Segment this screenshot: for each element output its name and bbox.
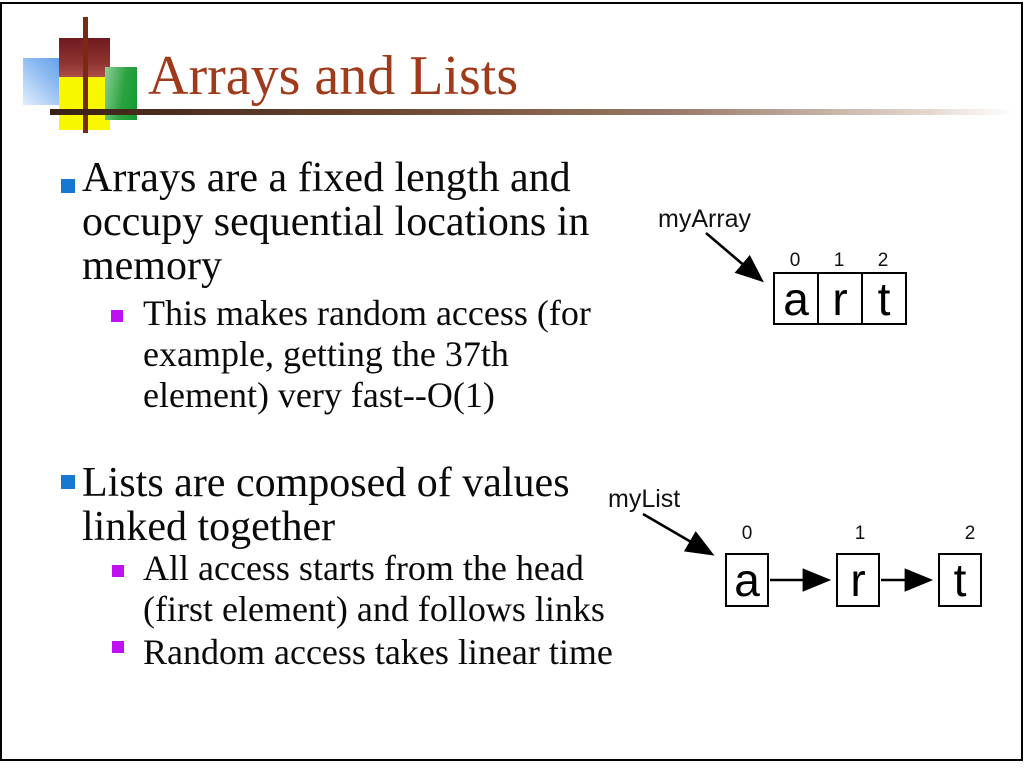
list-node-0: a	[725, 553, 769, 607]
subbullet-text-head-access: All access starts from the head (first e…	[143, 548, 605, 629]
array-index-1: 1	[833, 250, 845, 271]
list-index-0: 0	[741, 523, 753, 544]
array-diagram-label: myArray	[658, 205, 752, 233]
bullet-square-level1	[61, 179, 75, 193]
subbullet-text-linear-time: Random access takes linear time	[143, 632, 613, 672]
array-cell-0: a	[773, 272, 819, 325]
mylist-pointer-arrow	[642, 512, 715, 556]
list-diagram-label: myList	[608, 485, 681, 513]
array-cell-2: t	[861, 272, 907, 325]
subbullet-text-random-access-fast: This makes random access (for example, g…	[143, 293, 591, 415]
list-index-2: 2	[964, 523, 976, 544]
bullet-square-level2	[112, 565, 124, 577]
bullet-text-arrays: Arrays are a fixed length and occupy seq…	[82, 155, 590, 289]
array-index-0: 0	[789, 250, 801, 271]
array-cell-1: r	[817, 272, 863, 325]
bullet-square-level2	[111, 310, 123, 322]
title-underline-rule	[50, 109, 1014, 115]
list-index-1: 1	[854, 523, 866, 544]
list-node-1: r	[836, 553, 880, 607]
array-box: a r t	[773, 272, 907, 325]
list-node-2: t	[938, 553, 982, 607]
slide-title: Arrays and Lists	[148, 45, 519, 107]
bullet-text-lists: Lists are composed of values linked toge…	[82, 460, 570, 550]
bullet-square-level1	[61, 475, 75, 489]
array-index-2: 2	[877, 250, 889, 271]
bullet-square-level2	[112, 641, 124, 653]
logo-vertical-line	[83, 17, 88, 133]
myarray-pointer-arrow	[705, 232, 764, 283]
